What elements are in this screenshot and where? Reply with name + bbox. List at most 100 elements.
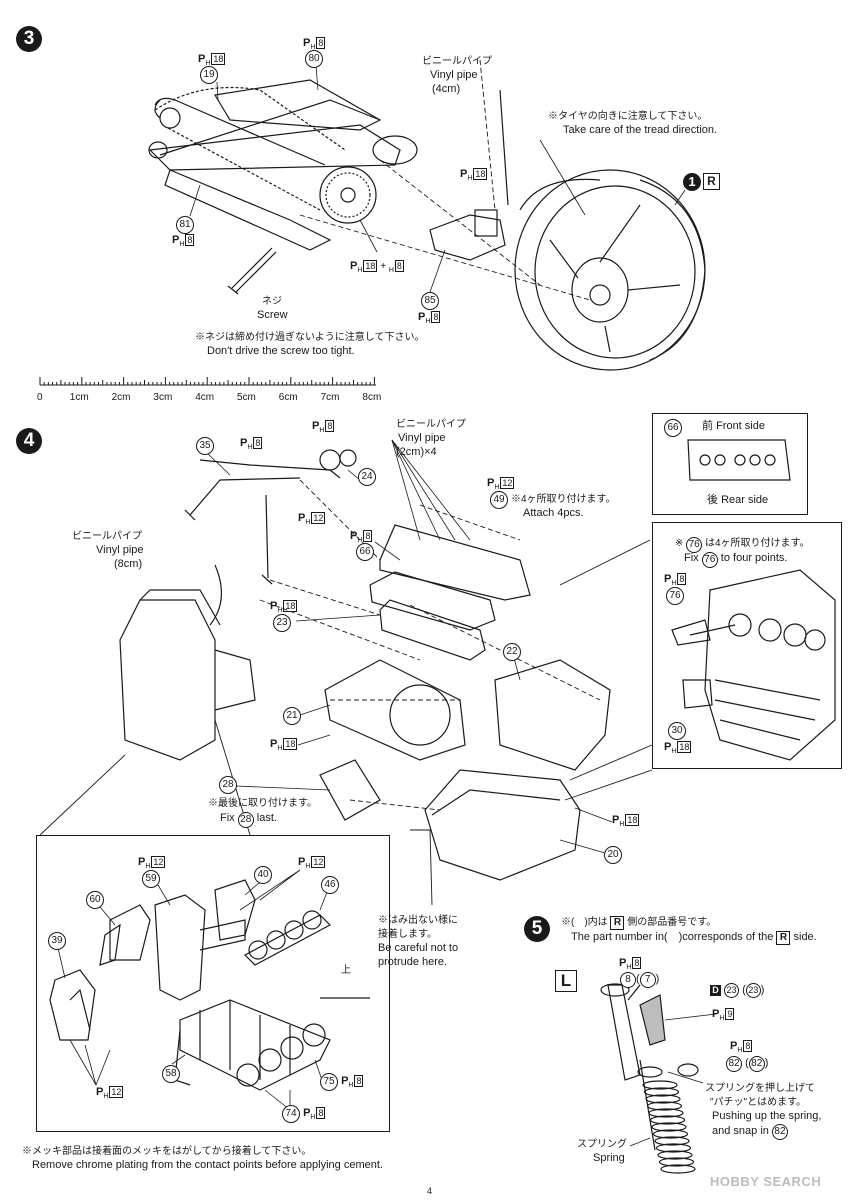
vinyl-2cm-len: (2cm)×4: [396, 446, 437, 458]
part-66: 66: [356, 543, 374, 561]
part-82-row: 82 (82): [726, 1056, 768, 1072]
part-39: 39: [48, 932, 66, 950]
spring-coil: [648, 1108, 684, 1118]
part-76-inline-b: 76: [701, 552, 718, 568]
wheel-ref-side: R: [703, 173, 720, 190]
spring-coil: [658, 1157, 695, 1167]
shock-drawing: [600, 983, 699, 1174]
part-8-7: 8(7): [620, 972, 659, 988]
spring-jp: スプリング: [577, 1139, 627, 1150]
fix76-en: Fix 76 to four points.: [684, 551, 787, 568]
protrude-jp-2: 接着します。: [378, 929, 437, 940]
part-40: 40: [254, 866, 272, 884]
ruler-label: 4cm: [195, 392, 215, 403]
vinyl-8cm-jp: ビニールパイプ: [72, 531, 142, 542]
step5-note-jp: ※( )内は R 側の部品番号です。: [561, 916, 717, 930]
part-76: 76: [666, 587, 684, 605]
ruler-drawing: [39, 377, 376, 386]
part-60: 60: [86, 891, 104, 909]
up-arrow-label: 上: [341, 965, 351, 976]
part-28-inline: 28: [237, 812, 254, 828]
part-75: 75: [320, 1073, 338, 1091]
wheel-ref-marker: 1: [683, 173, 701, 191]
note-side-r: R: [610, 916, 625, 930]
part-19: 19: [200, 66, 218, 84]
part-76-inline-a: 76: [686, 537, 703, 553]
spring-coil: [654, 1136, 690, 1146]
part-74: 74: [282, 1105, 300, 1123]
vinyl-2cm-jp: ビニールパイプ: [396, 419, 466, 430]
part-21: 21: [283, 707, 301, 725]
chrome-note-en: Remove chrome plating from the contact p…: [32, 1159, 383, 1171]
last-note-en: Fix 28 last.: [220, 811, 277, 828]
part-22: 22: [503, 643, 521, 661]
part-d23: D 23 (23): [710, 983, 764, 998]
spring-en: Spring: [593, 1152, 625, 1164]
spring-coil: [643, 1087, 680, 1097]
part-8: 8: [620, 972, 636, 988]
push-en-1: Pushing up the spring,: [712, 1110, 822, 1122]
part-49: 49: [490, 491, 508, 509]
spring-coil: [660, 1164, 696, 1174]
swingarm-drawing: [148, 79, 418, 295]
spring-coil: [655, 1143, 692, 1153]
ruler-label: 6cm: [278, 392, 298, 403]
part-23-r: 23: [745, 983, 761, 998]
ruler-label: 0: [37, 392, 43, 403]
front-rear-detail-frame: [652, 413, 808, 515]
chrome-note-jp: ※メッキ部品は接着面のメッキをはがしてから接着して下さい。: [22, 1146, 312, 1157]
screw-jp: ネジ: [262, 296, 282, 307]
ruler-label: 1cm: [69, 392, 89, 403]
part-80: 80: [305, 50, 323, 68]
manifold-drawing: [49, 879, 370, 1091]
screw-warn-jp: ※ネジは締め付け過ぎないように注意して下さい。: [195, 332, 425, 343]
push-jp-1: スプリングを押し上げて: [705, 1083, 815, 1094]
spring-coil: [645, 1094, 681, 1104]
push-jp-2: "パチッ"とはめます。: [710, 1097, 807, 1108]
spring-coil: [652, 1129, 689, 1139]
part-46: 46: [321, 876, 339, 894]
part-35: 35: [196, 437, 214, 455]
front-side-label: 前 Front side: [702, 420, 765, 432]
step-5-marker: 5: [524, 916, 550, 942]
part-82-inline: 82: [771, 1124, 788, 1140]
part-23: 23: [273, 614, 291, 632]
page-number: 4: [427, 1186, 433, 1196]
last-note-jp: ※最後に取り付けます。: [208, 798, 317, 809]
part-81: 81: [176, 216, 194, 234]
step-4-marker: 4: [16, 428, 42, 454]
watermark: HOBBY SEARCH: [710, 1174, 822, 1189]
part-20: 20: [604, 846, 622, 864]
spring-coil: [657, 1150, 693, 1160]
side-L-badge: L: [555, 970, 577, 992]
fix76-jp: ※ 76 は4ヶ所取り付けます。: [675, 536, 810, 553]
vinyl-2cm-en: Vinyl pipe: [398, 432, 446, 444]
screw-en: Screw: [257, 309, 288, 321]
part-66-detail: 66: [664, 419, 682, 437]
note-side-r-en: R: [776, 931, 791, 945]
tread-note-en: Take care of the tread direction.: [563, 124, 718, 136]
part-59: 59: [142, 870, 160, 888]
protrude-jp-1: ※はみ出ない様に: [378, 915, 458, 926]
spring-coil: [651, 1122, 687, 1132]
